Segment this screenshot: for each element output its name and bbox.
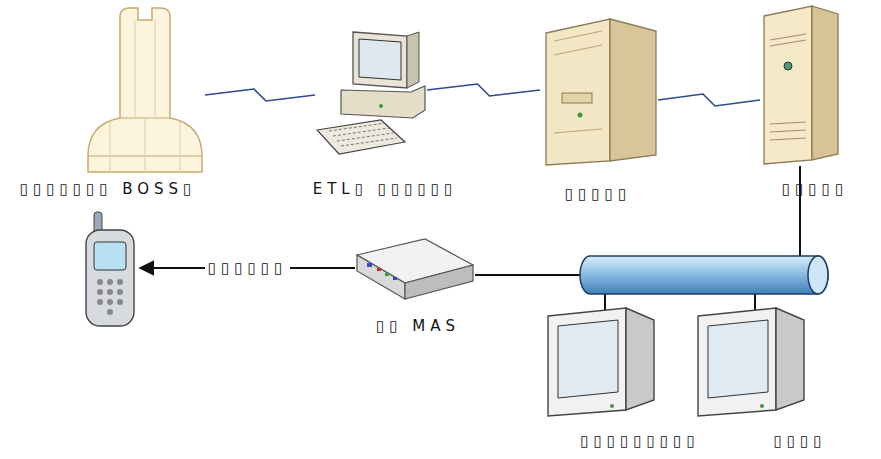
link-line [427,84,540,96]
mas-gateway: ▯▯ MAS [355,235,475,301]
client-monitor: ▯▯▯▯▯▯▯▯▯ [540,300,656,420]
phone-icon [80,210,140,330]
mobile-phone [80,210,140,330]
device-label: ▯▯▯▯▯▯▯ BOSS▯ [20,180,197,198]
boss-tower: ▯▯▯▯▯▯▯ BOSS▯ [80,6,205,174]
database-server: ▯▯▯▯▯ [540,15,658,167]
link-line [658,94,760,106]
client-monitor: ▯▯▯▯ [690,300,806,420]
server2-icon [760,4,840,166]
etl-workstation: ETL▯ ▯▯▯▯▯▯ [315,30,427,156]
app-server: ▯▯▯▯▯ [760,4,840,166]
device-label: ▯▯ MAS [376,317,460,335]
device-label: ▯▯▯▯▯ [565,185,631,203]
mas-icon [355,235,475,301]
link-line [205,89,315,101]
device-label: ETL▯ ▯▯▯▯▯▯ [313,180,458,198]
device-label: ▯▯▯▯▯ [782,180,848,198]
edge-label: ▯▯▯▯▯▯ [205,259,291,277]
pc-icon [315,30,427,156]
monitor-icon [690,300,806,420]
device-label: ▯▯▯▯ [773,432,826,450]
device-label: ▯▯▯▯▯▯▯▯▯ [580,432,699,450]
tower-icon [80,6,205,174]
server-icon [540,15,658,167]
monitor-icon [540,300,656,420]
